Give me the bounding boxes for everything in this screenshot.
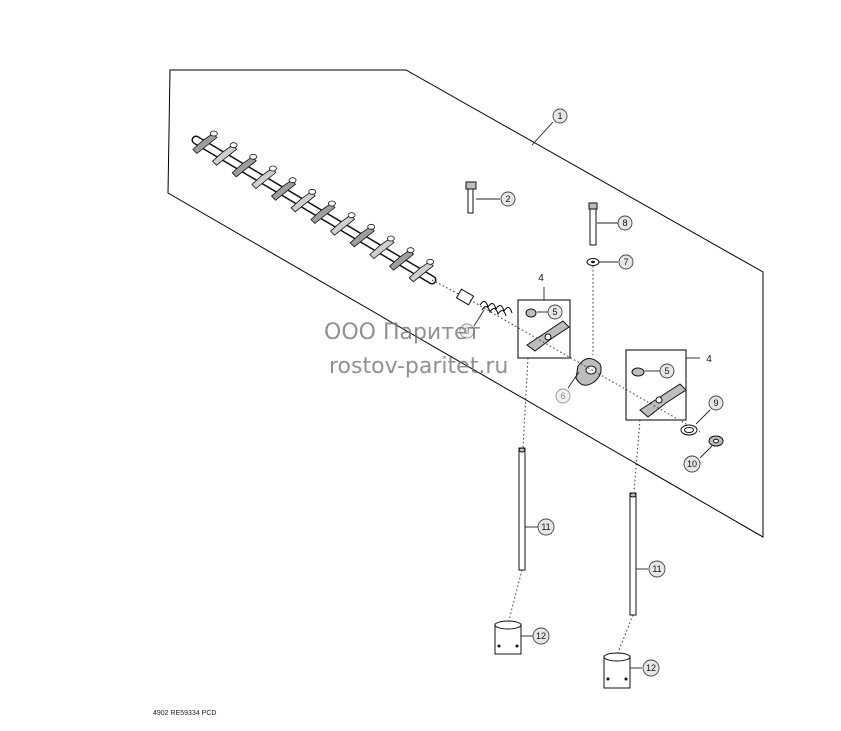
callout-11-left: 11 [537,518,555,536]
rocker-arm [290,191,316,213]
push-rod-right [629,492,637,616]
rocker-arm [251,167,277,190]
callout-7: 7 [618,254,634,270]
adjusting-nut [308,188,317,195]
adjusting-nut [209,130,218,137]
callout-11-right: 11 [648,560,666,578]
assembly-outline [167,69,764,538]
callout-2: 2 [500,191,516,207]
svg-text:5: 5 [552,307,557,317]
adjusting-nut [268,165,277,172]
cap-screw [465,181,477,214]
adjusting-nut [426,258,435,265]
adjusting-nut [229,142,238,149]
push-rod-left [518,447,526,571]
rocker-arm [349,226,375,248]
rocker-arm [231,156,257,178]
rocker-arm [270,179,297,201]
callout-12-left: 12 [532,627,550,645]
rocker-arm [388,249,415,271]
callout-9: 9 [708,395,724,411]
rocker-support [575,358,602,386]
washer-small [586,258,600,266]
callout-1: 1 [552,108,568,124]
shaft-end-plug [431,279,475,306]
adjusting-nut [406,247,415,254]
rocker-arm [369,237,395,260]
svg-text:10: 10 [687,459,697,469]
watermark-url: rostov-paritet.ru [329,354,508,379]
callout-8: 8 [617,215,633,231]
callout-4-right: 4 [706,354,712,365]
rocker-group-right [625,349,687,421]
callout-10: 10 [683,455,701,473]
callout-5-left: 5 [547,304,563,320]
svg-text:7: 7 [623,257,628,267]
adjusting-nut [386,235,395,242]
adjusting-nut [347,212,356,219]
callout-5-right: 5 [659,363,675,379]
rocker-shaft-assembly [191,130,437,285]
svg-text:12: 12 [646,663,656,673]
stud [588,202,598,246]
svg-text:3: 3 [464,326,469,336]
callout-4-left: 4 [538,273,544,284]
svg-text:6: 6 [560,391,565,401]
tappet-left [494,620,522,655]
washer-large [708,435,724,447]
adjusting-nut [249,153,258,160]
seal-ring [680,424,698,436]
svg-text:11: 11 [541,522,550,532]
svg-text:12: 12 [536,631,546,641]
rocker-arm [192,132,218,155]
adjusting-nut [288,177,297,184]
callout-6: 6 [555,388,571,404]
svg-text:2: 2 [505,194,510,204]
adjusting-nut [327,200,336,207]
svg-text:1: 1 [557,111,562,121]
watermark-company: ООО Паритет [324,320,481,345]
rocker-arm [310,202,336,225]
callout-3: 3 [459,323,475,339]
tappet-right [603,652,631,689]
figure-code: 4902 RE59334 PCD [153,710,216,717]
spring [479,301,513,317]
adjusting-nut [367,223,376,230]
svg-text:8: 8 [622,218,627,228]
rocker-arm [211,144,238,166]
svg-text:11: 11 [652,564,661,574]
rocker-arm [408,261,434,283]
callout-12-right: 12 [642,659,660,677]
rocker-arm [329,214,356,236]
svg-text:5: 5 [664,366,669,376]
rocker-group-left [517,299,571,359]
svg-text:9: 9 [713,398,718,408]
